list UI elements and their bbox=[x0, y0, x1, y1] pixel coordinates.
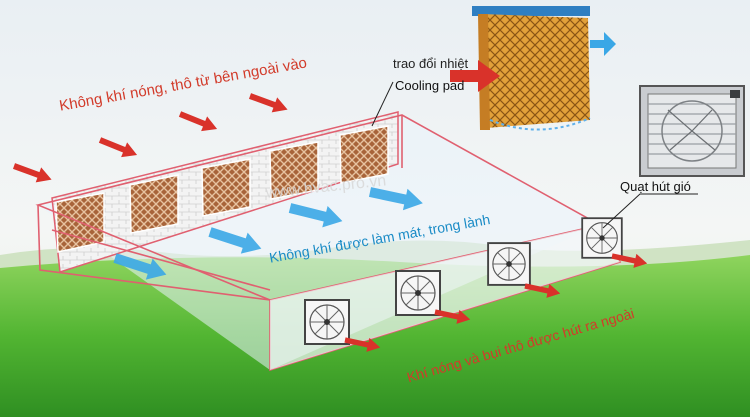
exhaust-fan-2 bbox=[395, 270, 441, 316]
wall-pad-2 bbox=[129, 174, 179, 234]
fan-callout-line bbox=[602, 193, 698, 229]
pad-callout-line bbox=[371, 81, 394, 127]
cooling-pad-label: Cooling pad bbox=[395, 78, 465, 93]
wall-pad-3 bbox=[201, 158, 251, 217]
exhaust-fan-label: Quạt hút gió bbox=[620, 179, 691, 194]
exhaust-fan-4 bbox=[581, 217, 623, 259]
end-wall bbox=[270, 225, 620, 370]
heat-exchange-label: trao đổi nhiệt bbox=[393, 56, 469, 71]
wall-pad-5 bbox=[339, 125, 389, 184]
exhaust-fan-3 bbox=[487, 242, 531, 286]
wall-pad-4 bbox=[269, 141, 319, 200]
exhaust-fan-1 bbox=[304, 299, 350, 345]
exhaust-fan-inset bbox=[639, 85, 745, 177]
cooling-pad-inset bbox=[450, 6, 616, 131]
